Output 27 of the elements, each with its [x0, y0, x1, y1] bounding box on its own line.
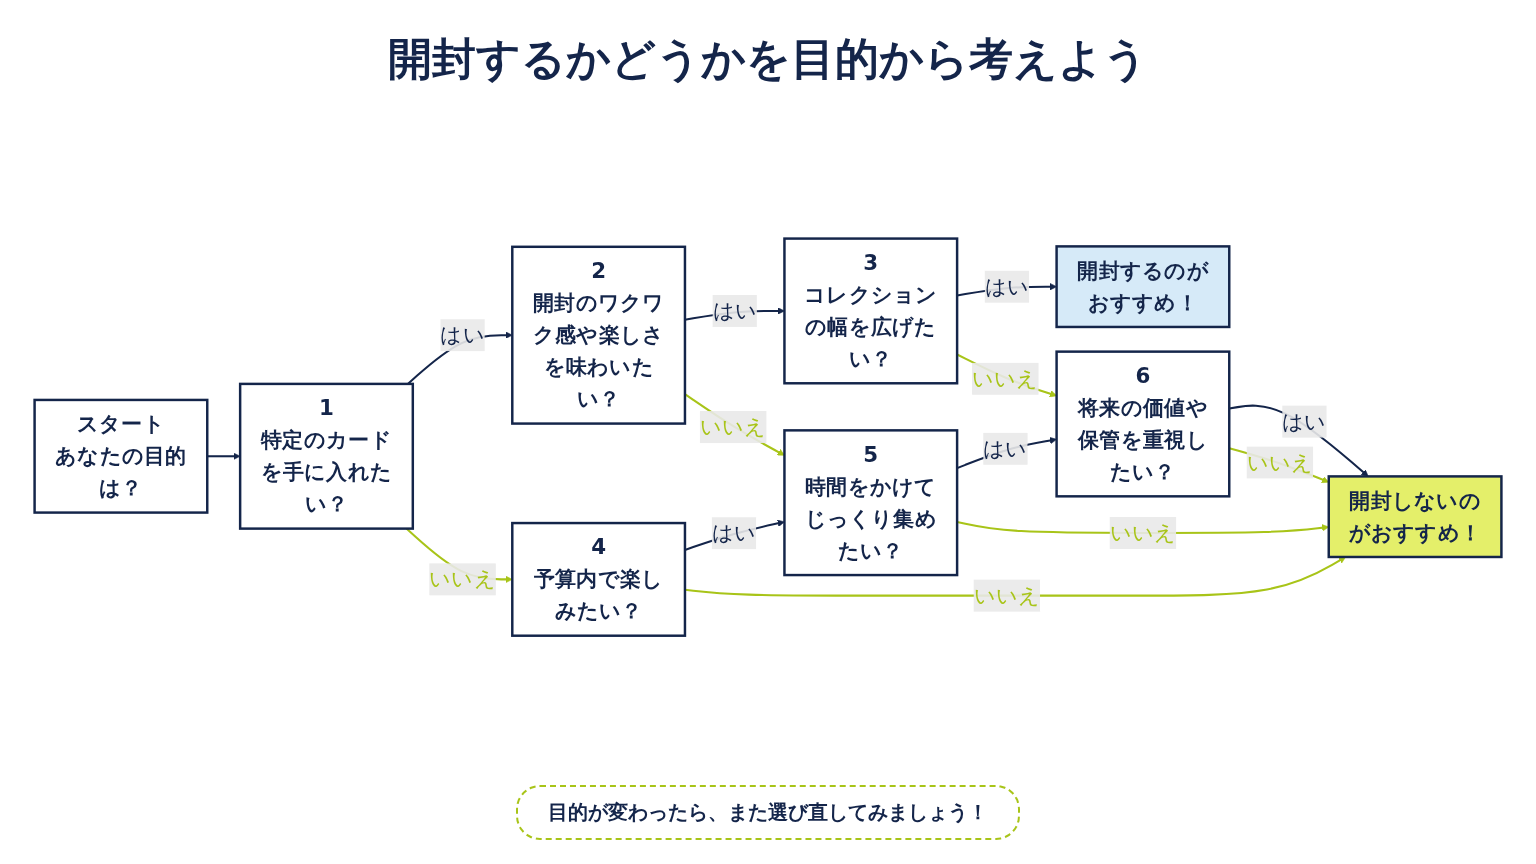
- node-box: 2 開封のワクワク感や楽しさを味わいたい？: [511, 245, 687, 425]
- edge-label: いいえ: [972, 365, 1039, 391]
- edge-label: はい: [1282, 408, 1327, 434]
- arrow: [1229, 404, 1369, 477]
- node-box: 3 コレクションの幅を広げたい？: [783, 237, 959, 385]
- node-box: 5 時間をかけてじっくり集めたい？: [783, 429, 959, 577]
- node-box: 1 特定のカードを手に入れたい？: [238, 382, 415, 530]
- edge-label: はい: [983, 435, 1028, 461]
- node-box: 開封しないのがおすすめ！: [1327, 475, 1503, 559]
- edge-label: いいえ: [1246, 449, 1314, 475]
- title: 開封するかどうかを目的から考えよう: [388, 32, 1148, 86]
- edge-label: はい: [711, 520, 757, 545]
- node-box: 6 将来の価値や保管を重視したい？: [1055, 350, 1231, 498]
- edge-label: いいえ: [1109, 520, 1177, 545]
- arrow: [684, 556, 1346, 597]
- arrow: [684, 393, 785, 456]
- arrow: [207, 452, 241, 460]
- node-box: 4 予算内で楽しみたい？: [511, 521, 687, 637]
- edge-label: いいえ: [699, 414, 767, 439]
- edge-label: はい: [712, 298, 757, 323]
- edge-label: いいえ: [429, 566, 496, 592]
- edge-label: いいえ: [973, 582, 1041, 608]
- node-box: 開封するのがおすすめ！: [1055, 245, 1231, 329]
- note-text: 目的が変わったら、また選び直してみましょう！: [516, 785, 1020, 840]
- edge-label: はい: [984, 273, 1030, 299]
- node-box: スタート あなたの目的は？: [33, 398, 209, 514]
- edge-label: はい: [440, 322, 485, 347]
